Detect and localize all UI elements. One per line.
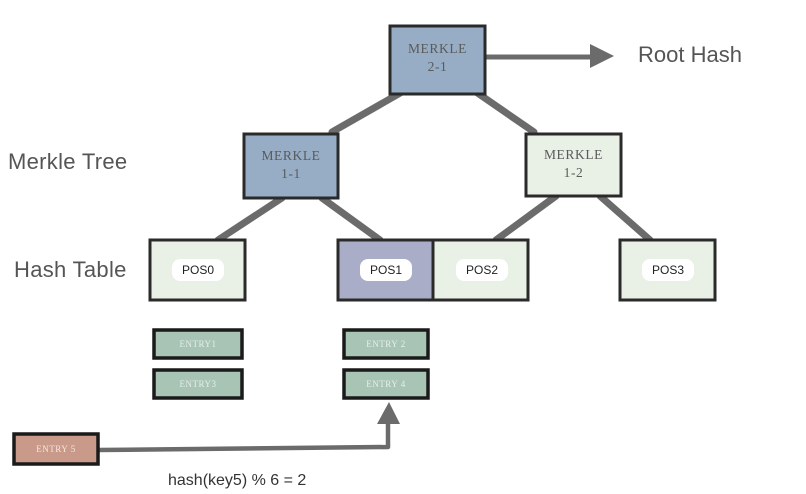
merkle-right-text: MERKLE 1-2 bbox=[526, 146, 621, 182]
connector-right-pos2 bbox=[492, 192, 560, 244]
merkle-root-line1: MERKLE bbox=[407, 41, 468, 56]
pos2-label: POS2 bbox=[456, 259, 508, 281]
merkle-left-box bbox=[242, 132, 340, 200]
merkle-tree-label: Merkle Tree bbox=[8, 149, 128, 174]
entry3-label: ENTRY3 bbox=[179, 379, 217, 389]
entry4-label: ENTRY 4 bbox=[366, 379, 406, 389]
root-hash-label: Root Hash bbox=[638, 42, 742, 67]
pos3-label: POS3 bbox=[642, 259, 694, 281]
connector-left-pos0 bbox=[214, 194, 286, 244]
entry2-label: ENTRY 2 bbox=[366, 339, 406, 349]
entry1-label: ENTRY1 bbox=[179, 339, 217, 349]
hash-table-label: Hash Table bbox=[14, 257, 127, 282]
pos1-label: POS1 bbox=[360, 259, 412, 281]
entry5-box bbox=[12, 432, 100, 466]
merkle-left-line2: 1-1 bbox=[281, 166, 301, 181]
pos0-label: POS0 bbox=[172, 259, 224, 281]
merkle-root-text: MERKLE 2-1 bbox=[390, 40, 485, 76]
merkle-right-box bbox=[524, 132, 623, 198]
hash-formula: hash(key5) % 6 = 2 bbox=[168, 472, 307, 489]
connector-right-pos3 bbox=[596, 192, 654, 244]
entry2-box bbox=[342, 328, 430, 360]
entry5-label: ENTRY 5 bbox=[36, 444, 76, 454]
merkle-left-line1: MERKLE bbox=[261, 148, 321, 163]
entry4-box bbox=[342, 368, 430, 400]
entry1-box bbox=[152, 328, 244, 360]
tree-connectors bbox=[214, 88, 654, 244]
connector-root-right bbox=[472, 88, 538, 136]
connector-left-pos1 bbox=[318, 194, 384, 244]
merkle-root-box bbox=[388, 24, 487, 96]
connector-root-left bbox=[328, 88, 406, 136]
merkle-right-line1: MERKLE bbox=[543, 147, 604, 162]
insert-arrow bbox=[95, 402, 400, 453]
root-hash-arrow bbox=[483, 44, 614, 68]
merkle-root-line2: 2-1 bbox=[427, 59, 448, 74]
entry3-box bbox=[152, 368, 244, 400]
merkle-right-line2: 1-2 bbox=[563, 165, 584, 180]
merkle-left-text: MERKLE 1-1 bbox=[244, 147, 338, 183]
